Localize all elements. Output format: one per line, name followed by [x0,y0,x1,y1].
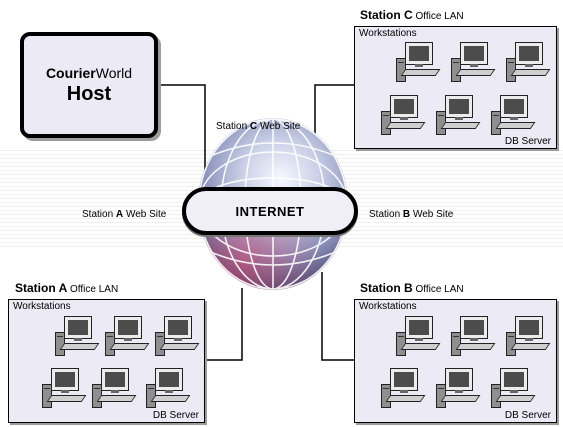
host-title: Host [66,82,112,105]
computer-icon [104,316,150,356]
station-c-letter: C [404,8,413,22]
db-server-icon [490,368,536,408]
station-a-web-site-name: Station [82,209,114,220]
computer-icon [154,316,200,356]
station-b-lan-label: Office LAN [415,284,464,295]
computer-icon [435,95,481,135]
station-b-web-site-letter: B [402,209,411,220]
station-c-web-site-name: Station [216,121,248,132]
station-a-workstations-label: Workstations [13,301,71,312]
station-c-lan-label: Office LAN [415,11,464,22]
station-c-web-site-text: Web Site [259,121,301,132]
station-a-letter: A [58,281,68,295]
computer-icon [54,316,100,356]
computer-icon [380,95,426,135]
station-c-lan: Workstations DB Server [354,26,557,149]
station-a-web-site-letter: A [115,209,124,220]
station-b-title: Station B Office LAN [360,281,464,295]
computer-icon [395,42,441,82]
computer-icon [450,42,496,82]
station-c-db-server-label: DB Server [504,136,551,147]
internet-node: INTERNET [182,187,358,235]
station-c-workstations-label: Workstations [359,28,417,39]
host-brand-bold: Courier [45,64,96,81]
internet-label: INTERNET [235,203,305,219]
computer-icon [395,316,441,356]
station-c-title: Station C Office LAN [360,8,464,22]
station-a-title: Station A Office LAN [15,281,118,295]
host-brand: CourierWorld [46,65,132,81]
station-a-web-site-text: Web Site [125,209,167,220]
station-a-name: Station [15,281,56,295]
computer-icon [435,368,481,408]
computer-icon [505,42,551,82]
station-b-letter: B [404,281,413,295]
station-b-workstations-label: Workstations [359,301,417,312]
computer-icon [41,368,87,408]
station-c-name: Station [360,8,401,22]
station-c-web-site-label: Station C Web Site [216,121,300,132]
host-brand-rest: World [95,64,133,81]
station-a-db-server-label: DB Server [152,410,199,421]
station-a-lan: Workstations DB Server [8,299,205,423]
station-b-web-site-label: Station B Web Site [369,209,453,220]
computer-icon [380,368,426,408]
station-b-lan: Workstations DB Server [354,299,557,423]
db-server-icon [145,368,191,408]
station-a-lan-label: Office LAN [70,284,119,295]
station-a-web-site-label: Station A Web Site [82,209,166,220]
station-c-web-site-letter: C [249,121,258,132]
host-box: CourierWorld Host [20,32,158,138]
computer-icon [450,316,496,356]
station-b-name: Station [360,281,401,295]
computer-icon [91,368,137,408]
db-server-icon [490,95,536,135]
computer-icon [505,316,551,356]
wire-host-internet [150,84,206,185]
station-b-web-site-name: Station [369,209,401,220]
station-b-db-server-label: DB Server [504,410,551,421]
station-b-web-site-text: Web Site [412,209,454,220]
